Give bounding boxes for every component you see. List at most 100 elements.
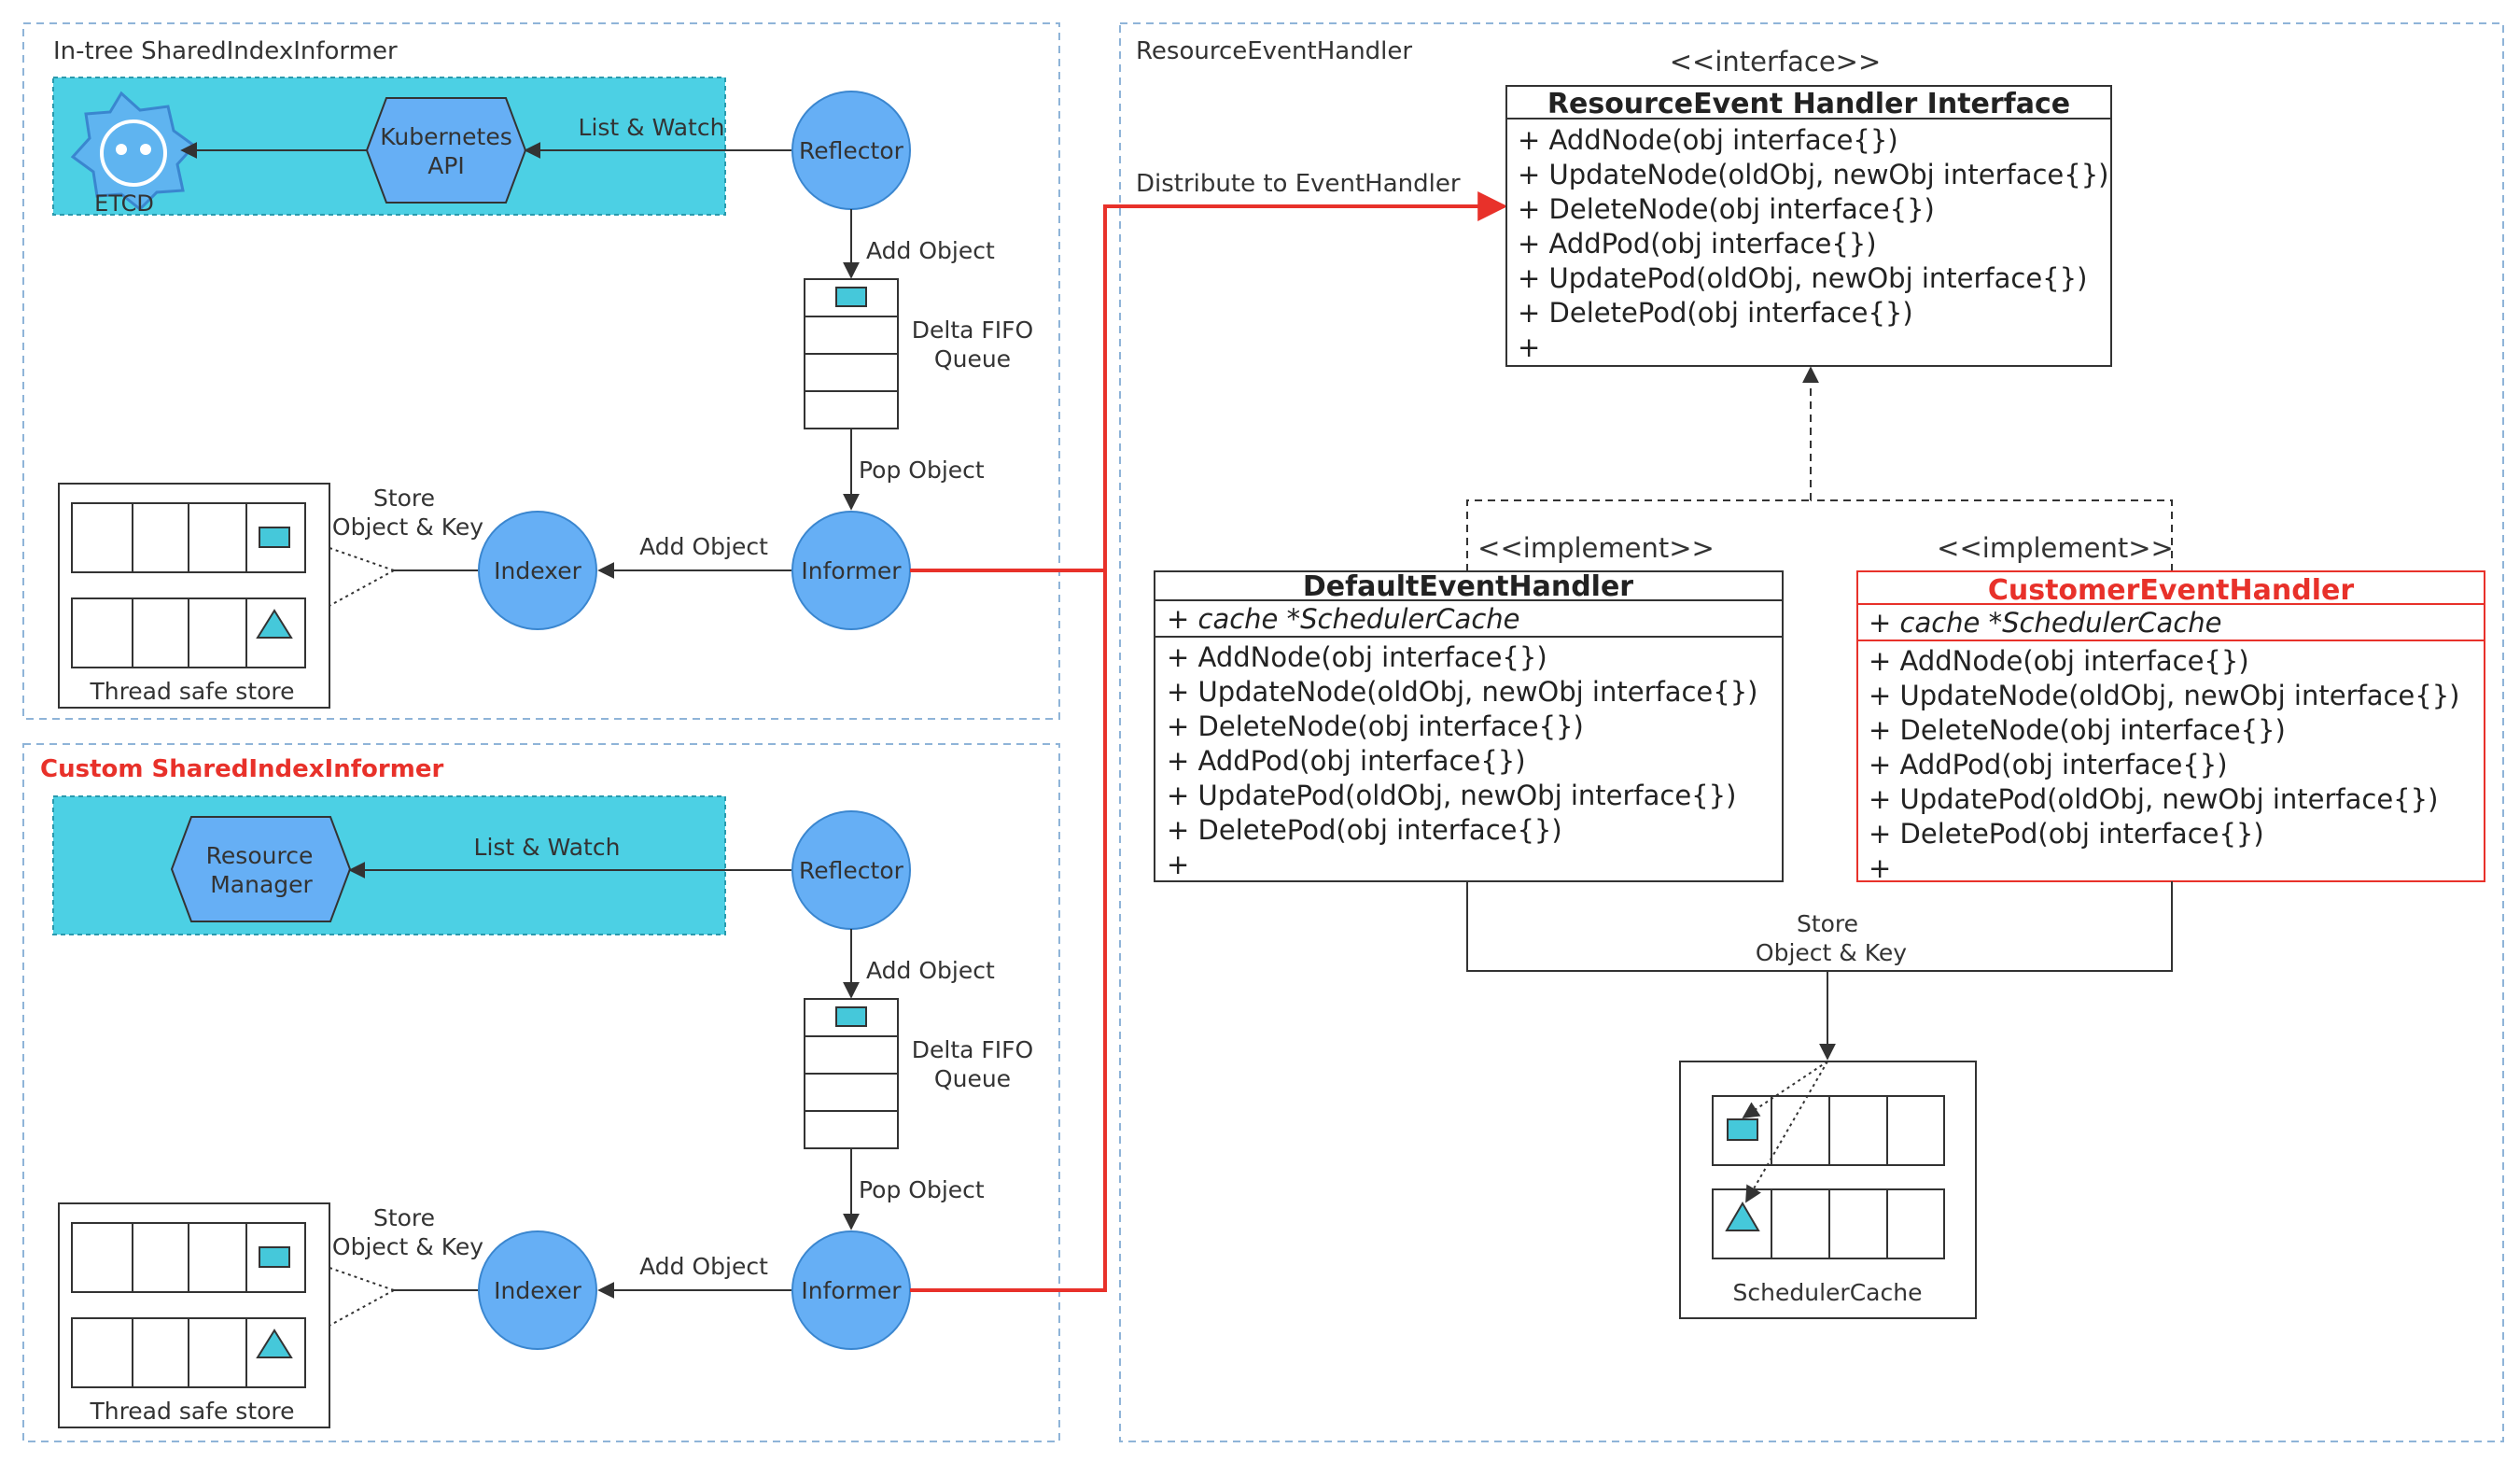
customer-method: + UpdatePod(oldObj, newObj interface{}) [1869,783,2438,815]
intree-add-object-label-1: Add Object [866,237,995,264]
etcd-logo-icon [70,91,197,212]
distribute-label: Distribute to EventHandler [1136,170,1461,198]
scheduler-cache [1679,1061,1977,1319]
custom-store-label-2: Object & Key [332,1233,483,1260]
custom-delta-fifo-queue [804,998,899,1149]
default-method: + UpdateNode(oldObj, newObj interface{}) [1167,676,1757,708]
cache-dotted-to-triangle [1745,1061,1828,1203]
handlers-join-line [1466,881,2173,972]
intree-informer-label: Informer [801,557,902,584]
resource-manager-label-1: Resource [206,842,314,869]
event-handler-group: ResourceEventHandler Distribute to Event… [1119,22,2504,1442]
cache-key-triangle-icon [1725,1202,1760,1231]
scheduler-cache-label: SchedulerCache [1733,1279,1923,1306]
custom-add-object-label-2: Add Object [639,1253,768,1280]
intree-thread-safe-store [58,483,330,709]
handler-store-label-2: Object & Key [1756,939,1907,966]
custom-add-object-label-1: Add Object [866,957,995,984]
interface-method: + UpdateNode(oldObj, newObj interface{}) [1518,159,2108,190]
custom-list-watch-label: List & Watch [474,834,621,861]
customer-method: + [1869,852,1891,884]
default-handler-box [1154,570,1784,882]
custom-reflector-label: Reflector [799,857,904,884]
default-method: + [1167,849,1189,880]
interface-method: + AddPod(obj interface{}) [1518,228,1877,260]
default-handler-name: DefaultEventHandler [1303,570,1633,603]
intree-dashed-frame [22,22,1060,720]
kubernetes-api-label-2: API [427,152,465,179]
store-key-triangle-icon [256,609,293,639]
custom-indexer-label: Indexer [494,1277,581,1304]
intree-reflector-label: Reflector [799,137,904,164]
handler-store-label-1: Store [1797,910,1858,937]
customer-handler-field: + cache *SchedulerCache [1869,607,2222,639]
custom-fifo-label-2: Queue [934,1065,1011,1092]
customer-handler-name: CustomerEventHandler [1988,574,2354,607]
cache-object-icon [1727,1118,1758,1141]
custom-informer-label: Informer [801,1277,902,1304]
intree-fifo-label-2: Queue [934,345,1011,373]
store-object-icon [259,527,290,548]
intree-fifo-label-1: Delta FIFO [912,316,1033,344]
interface-method: + UpdatePod(oldObj, newObj interface{}) [1518,262,2087,294]
interface-stereotype: <<interface>> [1670,46,1882,77]
intree-list-watch-label: List & Watch [579,114,725,141]
custom-thread-safe-store-label: Thread safe store [89,1398,294,1425]
customer-handler-box [1856,570,2485,882]
custom-informer-group: Custom SharedIndexInformer Resource Mana… [22,743,1060,1442]
customer-method: + DeletePod(obj interface{}) [1869,818,2264,850]
customer-method: + AddNode(obj interface{}) [1869,645,2249,677]
default-method: + DeletePod(obj interface{}) [1167,814,1562,846]
customer-method: + AddPod(obj interface{}) [1869,749,2228,780]
customer-method: + UpdateNode(oldObj, newObj interface{}) [1869,680,2459,711]
handler-title: ResourceEventHandler [1136,37,1412,65]
interface-box [1505,85,2112,367]
intree-pop-object-label: Pop Object [859,457,985,484]
default-handler-field: + cache *SchedulerCache [1167,603,1520,635]
intree-store-label-1: Store [373,485,435,512]
kubernetes-api-hexagon [365,97,527,204]
resource-manager-label-2: Manager [210,871,313,898]
intree-store-label-2: Object & Key [332,513,483,541]
implement-left-label: <<implement>> [1477,532,1715,564]
default-method: + AddPod(obj interface{}) [1167,745,1526,777]
fifo-object-icon [835,287,867,307]
default-method: + UpdatePod(oldObj, newObj interface{}) [1167,780,1736,811]
resource-manager-hexagon [170,816,352,922]
interface-method: + AddNode(obj interface{}) [1518,124,1898,156]
intree-indexer-label: Indexer [494,557,581,584]
intree-title: In-tree SharedIndexInformer [53,37,398,65]
custom-title: Custom SharedIndexInformer [40,755,443,783]
distribution-lines [910,191,1508,1292]
handler-dashed-frame [1119,22,2504,1442]
custom-pop-object-label: Pop Object [859,1176,985,1203]
default-method: + AddNode(obj interface{}) [1167,641,1547,673]
custom-fifo-label-1: Delta FIFO [912,1036,1033,1063]
intree-thread-safe-store-label: Thread safe store [89,678,294,705]
customer-handler-methods: + AddNode(obj interface{}) + UpdateNode(… [1869,645,2459,884]
intree-add-object-label-2: Add Object [639,533,768,560]
store-object-icon [259,1246,290,1268]
implement-right-label: <<implement>> [1937,532,2174,564]
kubernetes-api-label-1: Kubernetes [380,123,512,150]
implement-left-line [1466,499,1811,571]
interface-methods: + AddNode(obj interface{}) + UpdateNode(… [1518,124,2108,363]
customer-method: + DeleteNode(obj interface{}) [1869,714,2286,746]
intree-indexer-node [478,511,597,630]
implement-right-line [1811,499,2173,571]
interface-method: + DeleteNode(obj interface{}) [1518,193,1935,225]
interface-method: + [1518,331,1540,363]
fifo-object-icon [835,1006,867,1027]
custom-indexer-node [478,1230,597,1350]
default-handler-methods: + AddNode(obj interface{}) + UpdateNode(… [1167,641,1757,880]
custom-store-label-1: Store [373,1204,435,1231]
interface-method: + DeletePod(obj interface{}) [1518,297,1913,329]
etcd-label: ETCD [94,190,154,217]
custom-thread-safe-store [58,1202,330,1428]
interface-name: ResourceEvent Handler Interface [1547,88,2070,120]
store-key-triangle-icon [256,1328,293,1358]
custom-dashed-frame [22,743,1060,1442]
default-method: + DeleteNode(obj interface{}) [1167,710,1584,742]
intree-informer-group: In-tree SharedIndexInformer ETCD Kuberne… [22,22,1060,720]
